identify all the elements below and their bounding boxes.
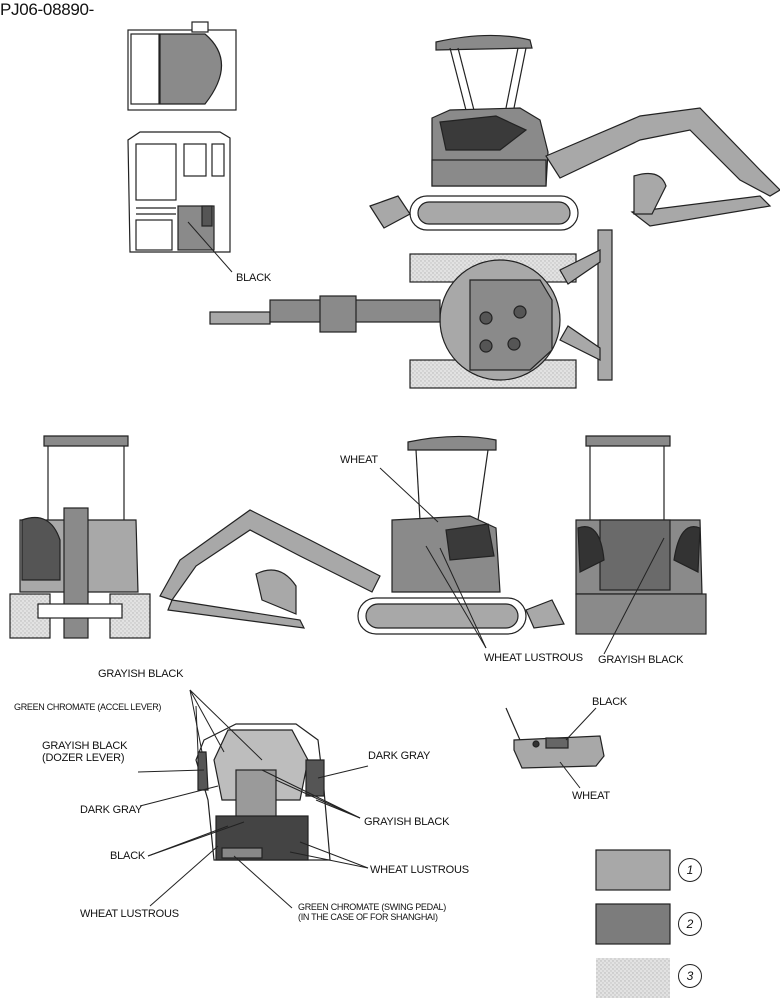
label-black-tank: BLACK: [592, 696, 628, 708]
label-wheat: WHEAT: [340, 454, 378, 466]
leader-line: [187, 221, 233, 273]
excavator-front-view: [9, 435, 151, 639]
excavator-top-view: [209, 229, 613, 389]
excavator-side-view-1: [369, 34, 780, 231]
leader-lines-seat: [137, 689, 369, 909]
legend-number-2: 2: [678, 912, 702, 936]
label-dark-gray-left: DARK GRAY: [80, 804, 143, 816]
cab-front-view: [127, 131, 231, 253]
label-black-left: BLACK: [110, 850, 146, 862]
label-wheat-lustrous-right: WHEAT LUSTROUS: [370, 864, 469, 876]
label-dark-gray-right: DARK GRAY: [368, 750, 431, 762]
operator-seat-detail: [195, 723, 331, 861]
label-grayish-black-top: GRAYISH BLACK: [98, 668, 184, 680]
legend-swatch-3: [596, 958, 670, 998]
cab-top-view: [127, 21, 237, 111]
label-wheat-lustrous-side: WHEAT LUSTROUS: [484, 652, 583, 664]
label-green-chromate-swing: GREEN CHROMATE (SWING PEDAL) (IN THE CAS…: [298, 902, 446, 922]
label-grayish-black-dozer: GRAYISH BLACK (DOZER LEVER): [42, 740, 128, 764]
label-wheat-tank: WHEAT: [572, 790, 610, 802]
label-grayish-black-right: GRAYISH BLACK: [364, 816, 450, 828]
excavator-side-view-2: [159, 435, 565, 635]
leader-lines-side: [379, 467, 665, 655]
label-wheat-lustrous-bottom: WHEAT LUSTROUS: [80, 908, 179, 920]
excavator-rear-view: [575, 435, 707, 635]
legend-swatch-2: [595, 903, 671, 945]
label-cab-black: BLACK: [236, 272, 272, 284]
document-code: PJ06-08890-: [0, 0, 95, 19]
legend-number-3: 3: [678, 964, 702, 988]
tank-detail: [505, 707, 605, 769]
legend-number-1: 1: [678, 858, 702, 882]
legend-swatch-1: [595, 849, 671, 891]
leader-lines-tank: [559, 707, 597, 789]
label-grayish-black-rear: GRAYISH BLACK: [598, 654, 684, 666]
label-green-chromate-accel: GREEN CHROMATE (ACCEL LEVER): [14, 702, 162, 712]
